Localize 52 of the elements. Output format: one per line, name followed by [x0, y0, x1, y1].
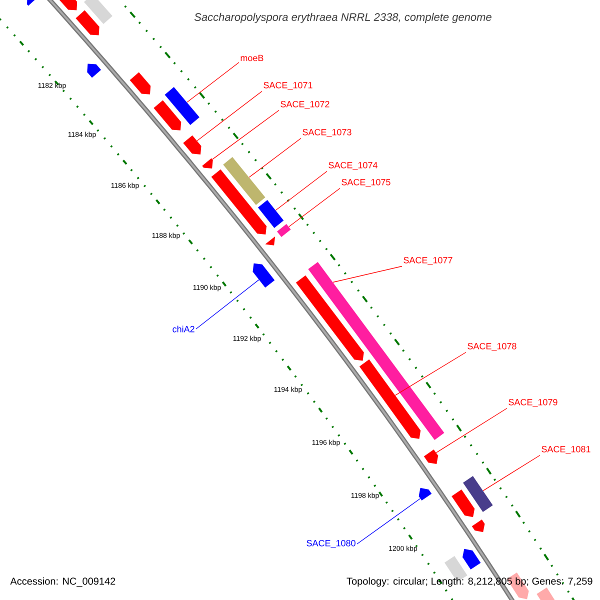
- leader-line: [186, 62, 240, 103]
- leader-line: [436, 408, 508, 454]
- gene-label: SACE_1074: [328, 162, 378, 170]
- gene-label: SACE_1078: [468, 342, 516, 352]
- gene-label: SACE_1079: [508, 398, 558, 408]
- gene-shape: [223, 157, 266, 205]
- leader-line: [275, 170, 328, 211]
- gene-label: SACE_1077: [404, 256, 452, 266]
- gene-shape: [463, 476, 493, 512]
- gene-label: SACE_1073: [302, 128, 352, 138]
- gene-label: SACE_1075: [342, 178, 390, 188]
- footer-text: Accession: NC_009142: [10, 577, 116, 587]
- gene-label: SACE_1072: [280, 100, 330, 110]
- gene-shape: [252, 263, 275, 288]
- leader-line: [394, 352, 466, 396]
- gene-shape: [211, 169, 267, 235]
- gene-shape: [472, 520, 485, 532]
- gene-shape: [87, 64, 102, 78]
- leader-line: [212, 110, 280, 160]
- leader-line: [482, 454, 540, 492]
- footer-text: Topology: circular; Length: 8,212,805 bp; Genes: 7,259: [346, 577, 592, 587]
- title: Saccharopolyspora erythraea NRRL 2338, complete genome: [194, 12, 492, 24]
- gene-shape: [462, 548, 481, 570]
- gene-shape: [359, 359, 421, 439]
- gene-shape: [26, 0, 38, 6]
- gene-shape: [418, 488, 432, 501]
- leader-line: [196, 279, 260, 330]
- leader-line: [356, 498, 421, 544]
- gene-label: moeB: [240, 54, 264, 62]
- gene-shape: [130, 72, 151, 94]
- gene-shape: [265, 236, 276, 246]
- gene-label: SACE_1080: [306, 540, 356, 548]
- gene-label: chiA2: [172, 326, 194, 332]
- leader-line: [332, 266, 402, 283]
- gene-shape: [424, 449, 438, 464]
- leader-line: [248, 138, 302, 178]
- gene-shape: [452, 490, 475, 518]
- gene-shape: [296, 275, 364, 361]
- gene-shape: [202, 158, 213, 169]
- gene-label: SACE_1081: [542, 446, 590, 454]
- gene-shape: [536, 588, 556, 600]
- gene-shape: [58, 0, 78, 10]
- gene-shape: [183, 135, 202, 154]
- leader-line: [288, 188, 340, 228]
- gene-shape: [277, 224, 291, 238]
- gene-label: SACE_1071: [264, 82, 312, 90]
- gene-shape: [154, 100, 182, 130]
- leader-line: [196, 90, 262, 142]
- gene-shape: [76, 10, 100, 36]
- gene-shape: [164, 87, 200, 125]
- gene-shape: [258, 200, 284, 228]
- gene-shape: [84, 0, 112, 24]
